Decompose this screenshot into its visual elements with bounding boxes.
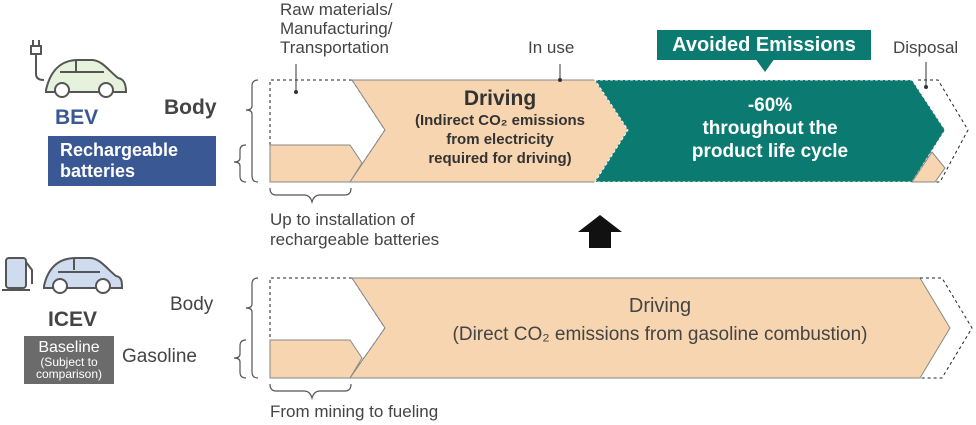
bev-battery-segment [269,144,363,183]
body-brace-icev [245,277,259,379]
label-line: from electricity [446,131,554,148]
body-brace-bev [245,79,259,183]
battery-scope-brace [269,187,352,205]
battery-badge: Rechargeable batteries [48,136,216,186]
baseline-badge: Baseline (Subject to comparison) [24,336,114,384]
label-line: throughout the [702,118,838,139]
label-line: comparison) [35,367,103,381]
gasoline-brace [233,339,247,379]
icev-body-label: Body [170,294,214,315]
up-arrow-icon [578,215,622,248]
fuel-scope-label: From mining to fueling [270,402,439,421]
label-line: Raw materials/ [280,0,393,19]
label-line: Baseline [38,339,100,356]
label-line: required for driving) [428,150,572,167]
gasoline-segment [269,339,363,379]
driving-note: (Direct CO₂ emissions from gasoline comb… [452,324,868,345]
gasoline-label: Gasoline [122,346,197,367]
icev-driving-text: Driving (Direct CO₂ emissions from gasol… [390,295,930,346]
reduction-value: -60% [747,95,793,116]
label-line: Transportation [280,38,389,57]
raw-materials-label: Raw materials/ Manufacturing/ Transporta… [280,0,392,57]
driving-title: Driving [463,87,537,110]
gasoline-car-icon [2,257,124,294]
label-line: rechargeable batteries [270,230,440,249]
fuel-scope-brace [269,383,352,401]
in-use-label: In use [528,38,575,57]
driving-title: Driving [628,295,692,317]
avoided-emissions-segment [594,79,946,183]
label-line: (Indirect CO₂ emissions [414,112,586,129]
avoided-emissions-label: Avoided Emissions [657,30,871,60]
label-line: Manufacturing/ [280,19,393,38]
disposal-label: Disposal [893,38,959,57]
bev-body-label: Body [164,96,217,119]
battery-scope-label: Up to installation of rechargeable batte… [270,210,439,250]
ev-car-icon [30,40,128,98]
label-line: Rechargeable [60,140,179,160]
label-line: (Subject to [40,355,98,369]
bev-title: BEV [55,106,99,129]
icev-disposal-box [920,277,973,379]
reduction-text: -60% throughout the product life cycle [640,94,900,163]
label-line: Up to installation of [270,210,415,229]
label-line: batteries [60,161,136,181]
bev-driving-text: Driving (Indirect CO₂ emissions from ele… [400,87,600,168]
label-line: product life cycle [691,141,849,162]
battery-brace [233,144,247,183]
icev-title: ICEV [48,308,98,331]
bev-disposal-segment [911,151,946,183]
